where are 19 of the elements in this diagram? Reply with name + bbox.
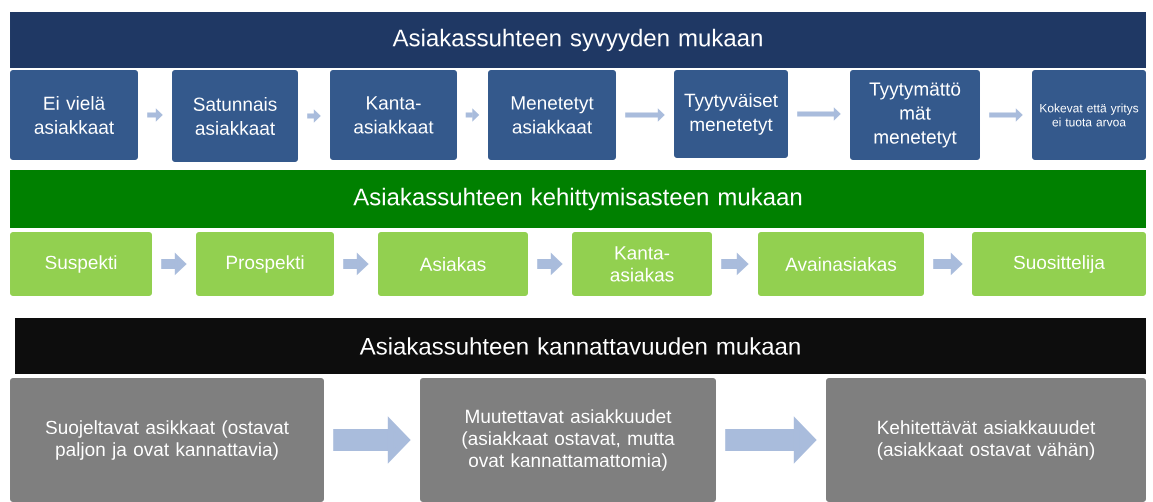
process-box: Prospekti [196, 232, 334, 296]
band-heading: Asiakassuhteen kannattavuuden mukaan [15, 318, 1146, 374]
process-box: Kanta- asiakas [572, 232, 712, 296]
process-box: Suspekti [10, 232, 152, 296]
band-heading: Asiakassuhteen kehittymisasteen mukaan [10, 170, 1146, 228]
process-box: Kehitettävät asiakkauudet (asiakkaat ostavat vähän) [826, 378, 1146, 502]
process-box: Tyytyväiset menetetyt [674, 70, 788, 158]
process-box: Satunnais asiakkaat [172, 70, 298, 162]
process-box: Suojeltavat asikkaat (ostavat paljon ja ovat kannattavia) [10, 378, 324, 502]
process-box: Asiakas [378, 232, 528, 296]
process-box: Ei vielä asiakkaat [10, 70, 138, 160]
process-box: Suosittelija [972, 232, 1146, 296]
process-box: Tyytymättö mät menetetyt [850, 70, 980, 160]
process-box: Avainasiakas [758, 232, 924, 296]
process-box: Muutettavat asiakkuudet (asiakkaat ostavat, mutta ovat kannattamattomia) [420, 378, 716, 502]
process-box: Kanta- asiakkaat [330, 70, 457, 160]
process-box: Kokevat että yritys ei tuota arvoa [1032, 70, 1146, 160]
process-box: Menetetyt asiakkaat [488, 70, 616, 160]
band-heading: Asiakassuhteen syvyyden mukaan [10, 12, 1146, 68]
